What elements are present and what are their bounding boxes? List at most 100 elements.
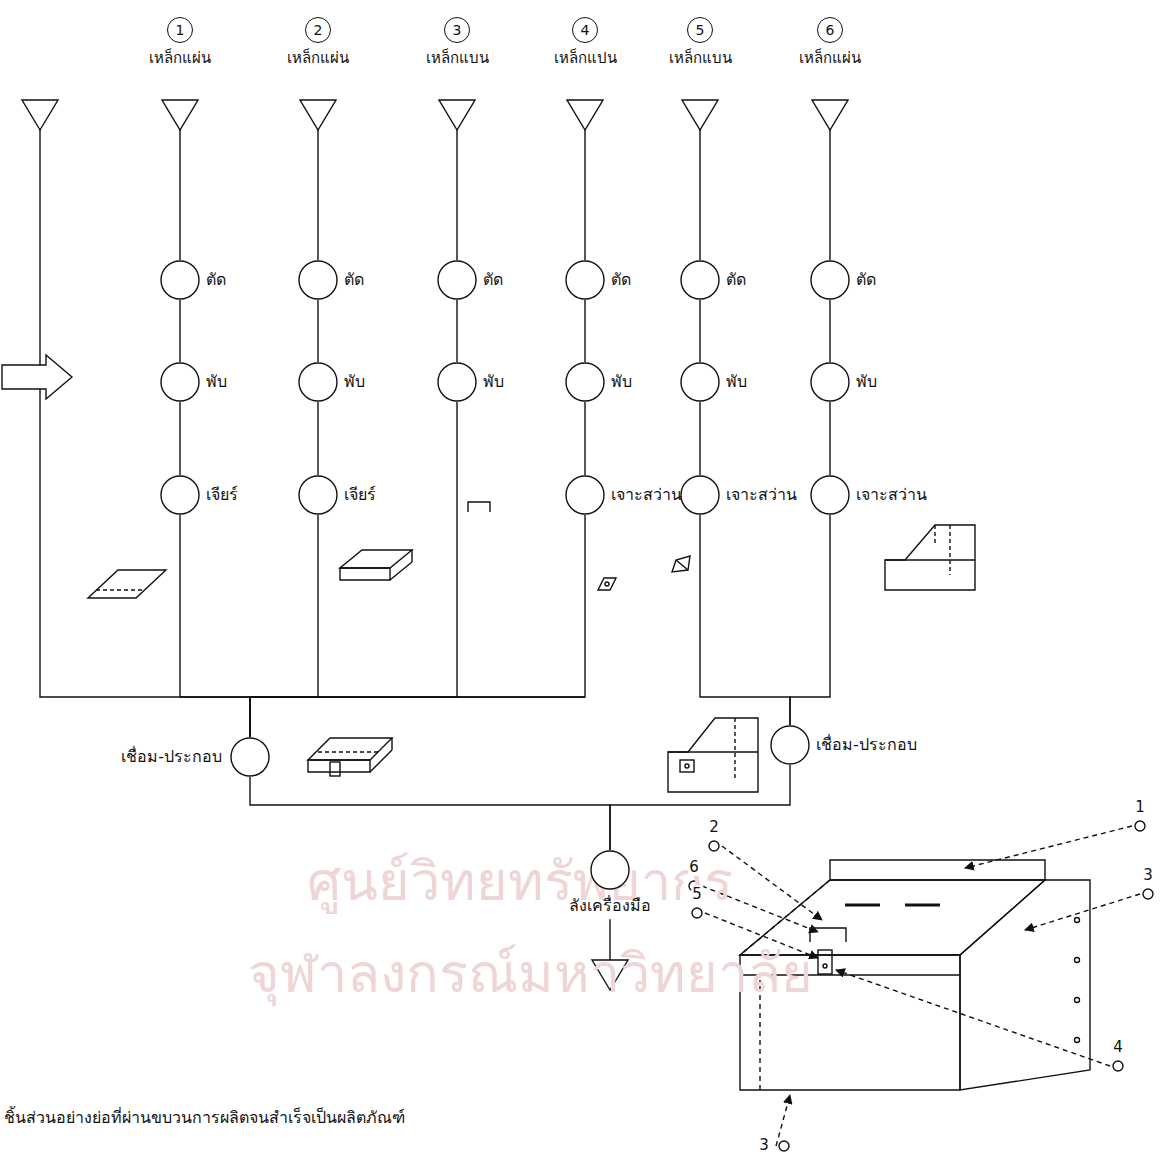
operation-label: พับ <box>611 372 632 391</box>
body-assembly-sketch <box>668 718 758 792</box>
column-number: 5 <box>687 17 713 43</box>
operation-node: เจาะสว่าน <box>565 475 682 515</box>
triangle-outline <box>567 100 603 130</box>
storage-triangle <box>161 99 199 131</box>
operation-label: ตัด <box>483 270 503 289</box>
circle-outline <box>811 476 849 514</box>
callout-number: 4 <box>1112 1038 1124 1056</box>
circle-outline <box>566 476 604 514</box>
operation-circle <box>160 475 200 515</box>
bent-plate-sketch <box>340 550 412 580</box>
operation-node: ตัด <box>160 260 226 300</box>
operation-circle <box>590 850 630 890</box>
box-body-sketch <box>885 525 975 590</box>
flow-line <box>179 402 180 475</box>
operation-label: พับ <box>726 372 747 391</box>
column-number: 1 <box>167 17 193 43</box>
storage-node: 6 เหล็กแผ่น <box>799 17 861 131</box>
operation-circle <box>770 725 810 765</box>
flow-line <box>179 300 180 362</box>
bracket-part-sketch <box>468 502 490 512</box>
operation-node: พับ <box>298 362 365 402</box>
operation-node: เจียร์ <box>160 475 238 515</box>
callout-number: 5 <box>691 885 703 903</box>
flow-line <box>250 402 457 737</box>
circle-outline <box>161 363 199 401</box>
callout-number: 3 <box>758 1136 770 1154</box>
flow-line <box>829 300 830 362</box>
operation-node: พับ <box>680 362 747 402</box>
plate-part-sketch <box>88 570 166 598</box>
operation-node: พับ <box>160 362 227 402</box>
circle-outline <box>438 363 476 401</box>
flow-line <box>317 129 318 260</box>
material-label: เหล็กแผ่น <box>799 49 861 67</box>
operation-node: พับ <box>565 362 632 402</box>
triangle-outline <box>682 100 718 130</box>
operation-label: เจาะสว่าน <box>726 485 797 504</box>
column-number: 2 <box>305 17 331 43</box>
operation-label: พับ <box>344 372 365 391</box>
flow-line <box>317 402 318 475</box>
watermark: ศูนย์วิทยทรัพยากร <box>307 838 733 924</box>
circle-outline <box>811 261 849 299</box>
operation-node: ตัด <box>565 260 631 300</box>
operation-circle <box>680 362 720 402</box>
operation-node: ตัด <box>437 260 503 300</box>
circle-outline <box>161 476 199 514</box>
storage-node: 4เหล็กแปน <box>554 17 617 131</box>
storage-triangle <box>811 99 849 131</box>
flow-line <box>584 300 585 362</box>
operation-circle <box>565 260 605 300</box>
operation-label: เชื่อม-ประกอบ <box>121 747 222 766</box>
circle-outline <box>161 261 199 299</box>
operation-circle <box>298 260 338 300</box>
material-label: เหล็กแบน <box>426 49 489 67</box>
operation-label: เจียร์ <box>206 485 238 504</box>
circle-outline <box>299 476 337 514</box>
column-number: 3 <box>444 17 470 43</box>
operation-label: เจาะสว่าน <box>611 485 682 504</box>
operation-node: ตัด <box>298 260 364 300</box>
material-label: เหล็กแผ่น <box>287 49 349 67</box>
operation-label: เจียร์ <box>344 485 376 504</box>
circle-outline <box>811 363 849 401</box>
operation-label: ตัด <box>611 270 631 289</box>
material-label: เหล็กแปน <box>554 49 617 67</box>
operation-node: เชื่อม-ประกอบ <box>121 737 270 777</box>
callout-number: 3 <box>1142 866 1154 884</box>
operation-label: พับ <box>206 372 227 391</box>
callout-number: 6 <box>688 858 700 876</box>
operation-label: ตัด <box>206 270 226 289</box>
circle-outline <box>299 261 337 299</box>
flow-line <box>456 129 457 260</box>
operation-circle <box>437 260 477 300</box>
operation-label: เจาะสว่าน <box>856 485 927 504</box>
operation-node: ตัด <box>680 260 746 300</box>
operation-label: ตัด <box>856 270 876 289</box>
flow-line <box>700 515 790 725</box>
watermark: จุฬาลงกรณ์มหาวิทยาลัย <box>248 930 813 1016</box>
flow-line <box>179 129 180 260</box>
flow-line <box>699 129 700 260</box>
column-number: 6 <box>817 17 843 43</box>
circle-outline <box>566 363 604 401</box>
triangle-outline <box>162 100 198 130</box>
flow-line <box>456 300 457 362</box>
storage-triangle <box>299 99 337 131</box>
operation-circle <box>680 475 720 515</box>
operation-node: พับ <box>437 362 504 402</box>
storage-triangle <box>22 100 58 130</box>
storage-triangle <box>681 99 719 131</box>
operation-node: ลังเครื่องมือ <box>569 850 651 915</box>
operation-node: ตัด <box>810 260 876 300</box>
callout-number: 1 <box>1134 798 1146 816</box>
operation-circle <box>298 362 338 402</box>
flow-line <box>829 402 830 475</box>
circle-outline <box>591 851 629 889</box>
triangle-outline <box>300 100 336 130</box>
operation-circle <box>437 362 477 402</box>
operation-circle <box>298 475 338 515</box>
operation-node: เจาะสว่าน <box>680 475 797 515</box>
flow-line <box>829 129 830 260</box>
